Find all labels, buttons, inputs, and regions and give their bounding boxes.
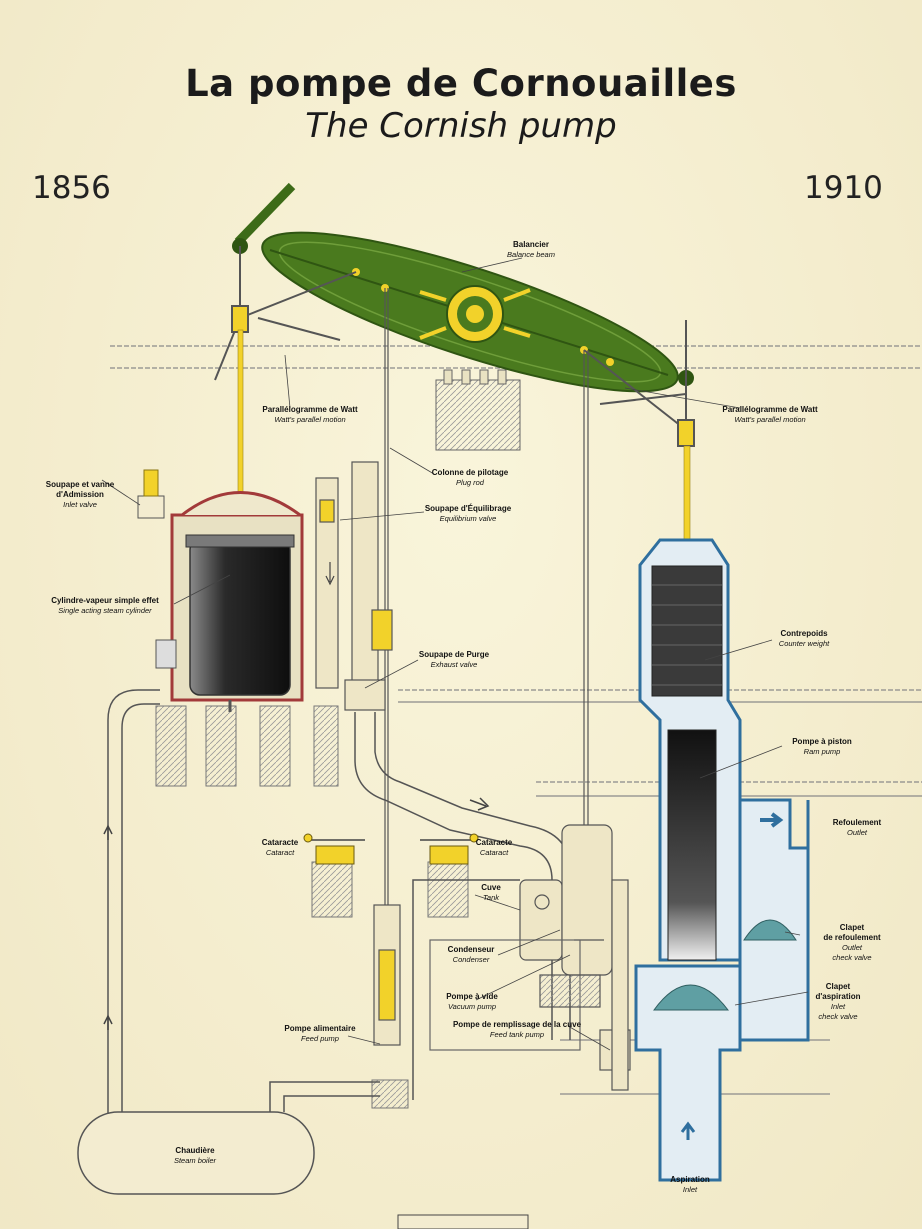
- title-french: La pompe de Cornouailles: [185, 62, 737, 105]
- beam-support: [435, 369, 521, 451]
- title-english: The Cornish pump: [305, 106, 617, 146]
- watt-parallel-motion-left: [214, 246, 357, 381]
- year-right: 1910: [804, 170, 883, 206]
- foundations: [155, 705, 469, 1109]
- feed-pump-body: [373, 904, 401, 1046]
- cataracts: [303, 833, 479, 865]
- bottom-logo-box: [397, 1214, 529, 1229]
- condenser-tank: [429, 824, 631, 1091]
- ram-pump-assembly: [634, 538, 810, 1182]
- steam-cylinder: [137, 469, 304, 712]
- year-left: 1856: [32, 170, 111, 206]
- valve-column: [315, 461, 393, 711]
- steam-boiler: [77, 1111, 315, 1195]
- feed-pipes: [103, 689, 520, 1118]
- leader-lines: [101, 257, 809, 1051]
